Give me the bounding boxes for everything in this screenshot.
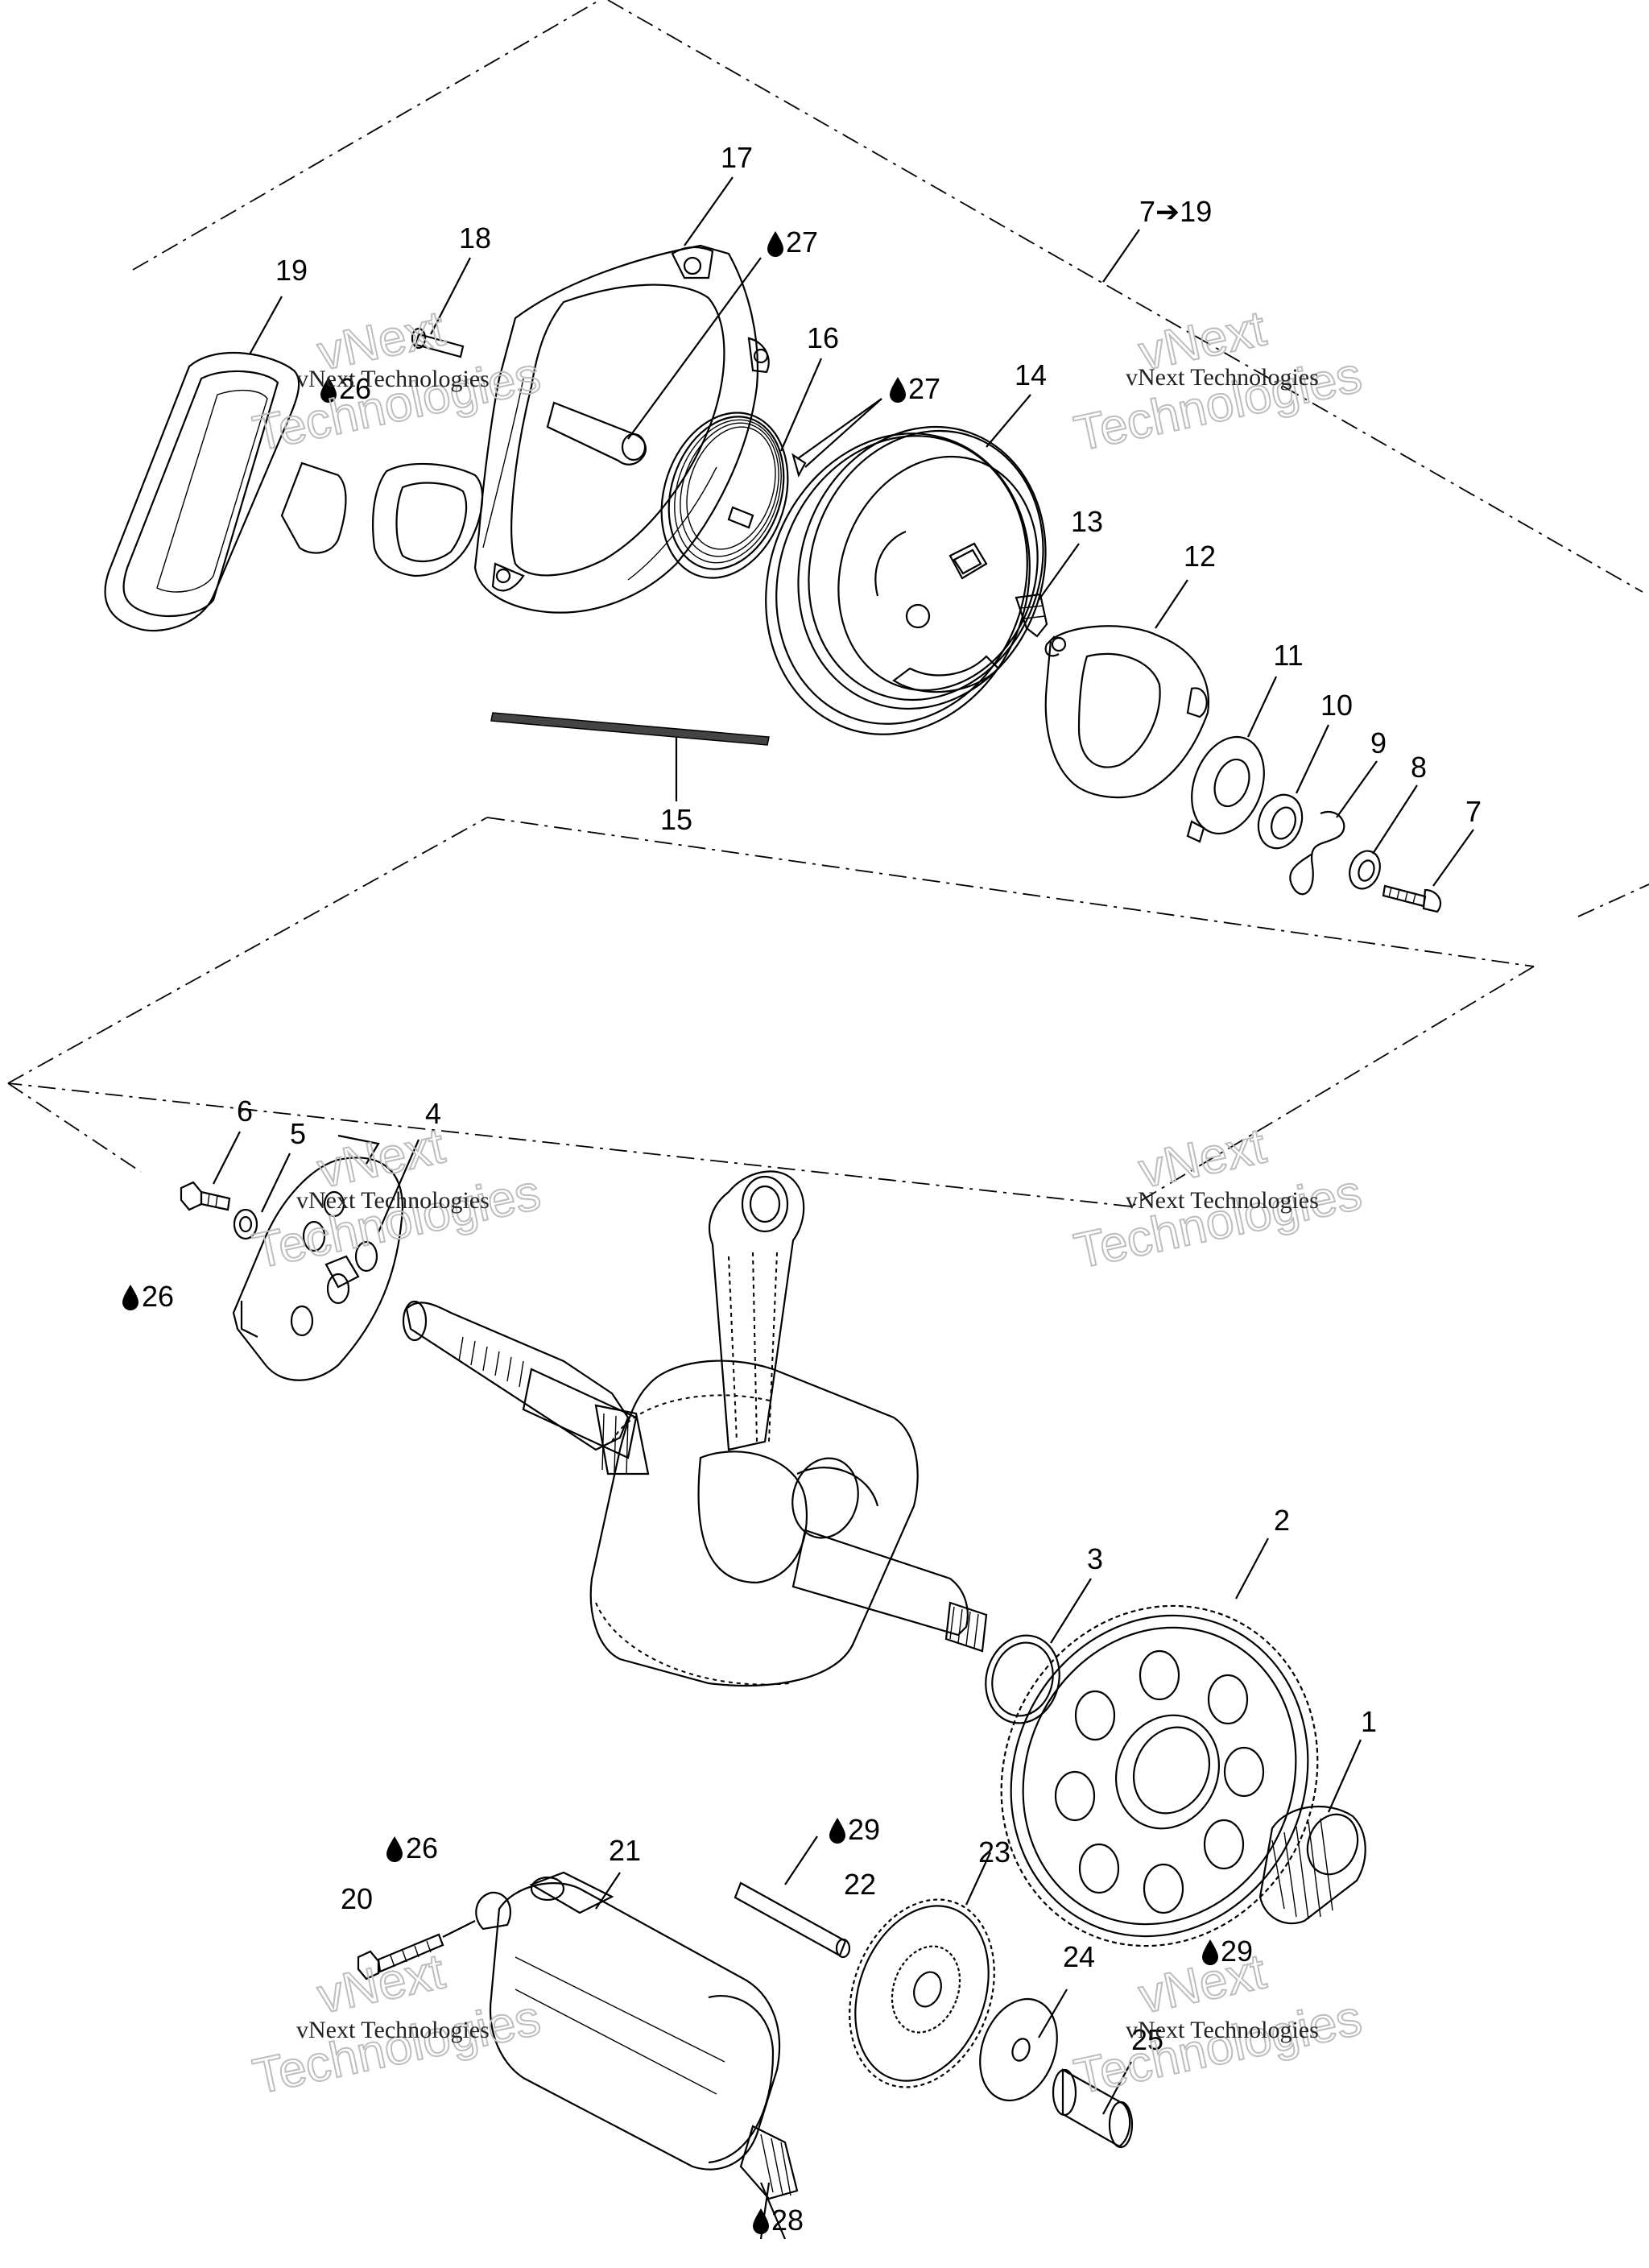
callout-24: 24 <box>1063 1940 1095 1973</box>
callout-4: 4 <box>425 1097 441 1130</box>
lube-mark-26-upper: 26 <box>339 372 371 405</box>
svg-text:vNext Technologies: vNext Technologies <box>296 366 490 392</box>
callout-14: 14 <box>1015 358 1047 391</box>
watermark-bottom-left: vNext Technologies vNext Technologies <box>248 1943 546 2105</box>
spring-clip <box>1289 811 1345 896</box>
callout-7: 7 <box>1465 795 1482 828</box>
crankshaft-group-outline <box>7 817 1535 1207</box>
starter-housing <box>473 244 770 614</box>
callout-15: 15 <box>660 803 692 836</box>
range-note: 7➔19 <box>1139 195 1212 228</box>
callout-3: 3 <box>1087 1542 1103 1575</box>
callout-18: 18 <box>459 221 491 255</box>
lube-mark-29-lower: 29 <box>1221 1935 1253 1968</box>
lubricant-marks: 26 27 27 26 26 29 29 28 <box>122 226 1253 2237</box>
pawl <box>1015 593 1048 638</box>
oil-drop-icon <box>122 1285 138 1310</box>
oil-drop-icon <box>829 1818 845 1844</box>
starter-handle <box>104 351 347 632</box>
bushing <box>1052 2068 1134 2149</box>
callout-23: 23 <box>978 1836 1010 1869</box>
oil-drop-icon <box>767 231 783 257</box>
callout-20: 20 <box>341 1882 373 1915</box>
svg-text:vNext Technologies: vNext Technologies <box>1126 2017 1319 2043</box>
watermark-top-left: vNext Technologies vNext Technologies <box>248 300 546 462</box>
bolt-20 <box>357 1933 444 1980</box>
screw <box>1382 884 1442 913</box>
thrust-washer <box>979 1997 1058 2102</box>
watermark-bottom-right: vNext Technologies vNext Technologies <box>1069 1943 1367 2105</box>
callout-22: 22 <box>844 1868 876 1901</box>
starter-rope <box>490 712 770 746</box>
bolt-6 <box>180 1181 231 1211</box>
callout-17: 17 <box>721 141 753 174</box>
friction-plate <box>1044 625 1209 799</box>
oil-drop-icon <box>386 1836 403 1862</box>
starter-motor <box>475 1871 799 2200</box>
washer-5 <box>233 1208 258 1240</box>
callout-21: 21 <box>609 1834 641 1867</box>
intermediate-gear <box>849 1898 995 2088</box>
svg-text:vNext Technologies: vNext Technologies <box>296 1187 490 1214</box>
callout-16: 16 <box>807 321 839 354</box>
lube-mark-29-upper: 29 <box>848 1813 880 1846</box>
rope-pulley <box>765 425 1047 735</box>
callout-2: 2 <box>1274 1504 1290 1537</box>
ring <box>1257 793 1304 850</box>
lube-mark-26-mid: 26 <box>142 1280 174 1313</box>
svg-text:vNext Technologies: vNext Technologies <box>1126 364 1319 391</box>
watermark-mid-right: vNext Technologies vNext Technologies <box>1069 1117 1367 1280</box>
callout-25: 25 <box>1131 2023 1163 2056</box>
lube-mark-28: 28 <box>771 2204 804 2237</box>
lube-mark-26-lower: 26 <box>406 1831 438 1864</box>
needle-bearing <box>1258 1805 1366 1925</box>
rewind-spring <box>660 412 807 579</box>
friction-washer <box>1186 735 1265 843</box>
callout-labels: 1 2 3 4 5 6 7 8 9 10 11 12 13 14 15 16 1… <box>237 141 1482 2056</box>
watermark-top-right: vNext Technologies vNext Technologies <box>1069 300 1367 462</box>
svg-text:vNext Technologies: vNext Technologies <box>1126 1187 1319 1214</box>
callout-10: 10 <box>1320 689 1353 722</box>
callout-11: 11 <box>1273 639 1303 672</box>
callout-19: 19 <box>275 254 308 287</box>
callout-5: 5 <box>290 1117 306 1150</box>
callout-6: 6 <box>237 1095 253 1128</box>
crankshaft <box>402 1170 988 1687</box>
washer <box>1349 850 1381 890</box>
starter-driven-gear <box>1000 1604 1319 1947</box>
recoil-starter-group-outline <box>132 0 1649 917</box>
rope-guide <box>372 462 484 577</box>
callout-13: 13 <box>1071 505 1103 538</box>
svg-text:vNext Technologies: vNext Technologies <box>296 2017 490 2043</box>
callout-1: 1 <box>1361 1705 1377 1738</box>
lube-mark-27-lower: 27 <box>908 372 940 405</box>
pin <box>734 1881 851 1959</box>
leader-lines <box>213 176 1474 2240</box>
callout-9: 9 <box>1370 726 1387 759</box>
o-ring <box>985 1634 1060 1724</box>
oil-drop-icon <box>753 2208 769 2234</box>
bolt-upper <box>411 327 465 358</box>
callout-12: 12 <box>1184 540 1216 573</box>
oil-drop-icon <box>890 377 906 403</box>
callout-8: 8 <box>1411 751 1427 784</box>
lube-mark-27-upper: 27 <box>786 226 818 259</box>
